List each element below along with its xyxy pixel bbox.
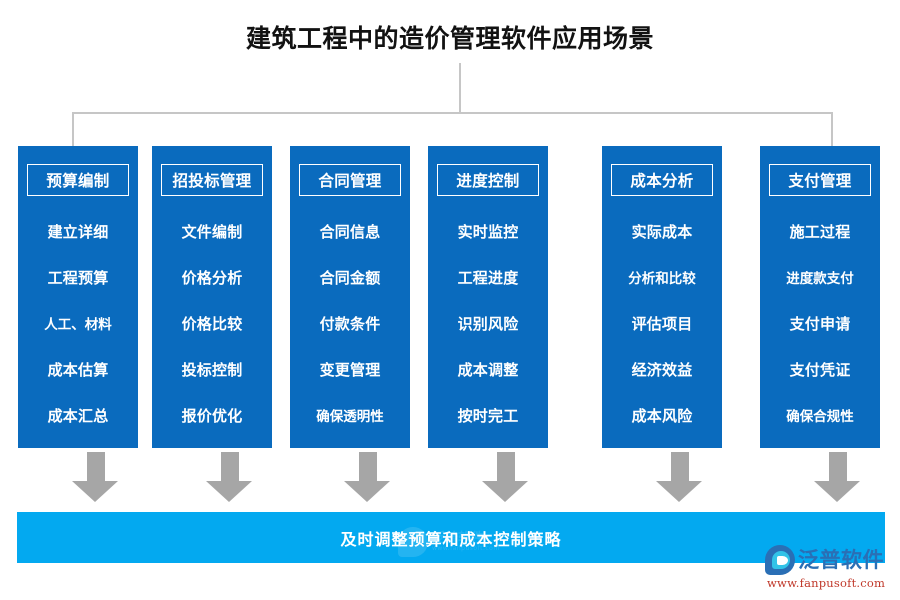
column-header-label: 合同管理 xyxy=(318,172,382,190)
connector-vertical-main xyxy=(459,63,461,114)
connector-drop-left xyxy=(72,112,74,146)
column-item: 成本风险 xyxy=(631,406,693,425)
column-item: 投标控制 xyxy=(181,360,243,379)
bottom-banner-label: 及时调整预算和成本控制策略 xyxy=(340,529,562,549)
column-2[interactable]: 招投标管理文件编制价格分析价格比较投标控制报价优化 xyxy=(152,146,272,448)
column-item: 实际成本 xyxy=(631,222,693,241)
column-3[interactable]: 合同管理合同信息合同金额付款条件变更管理确保透明性 xyxy=(290,146,410,448)
down-arrow-icon xyxy=(72,452,118,502)
column-item: 报价优化 xyxy=(181,406,243,425)
column-item: 评估项目 xyxy=(631,314,693,333)
column-item: 分析和比较 xyxy=(628,271,696,287)
bottom-banner: 及时调整预算和成本控制策略 xyxy=(17,512,885,563)
column-item: 建立详细 xyxy=(47,222,109,241)
down-arrow-icon xyxy=(814,452,860,502)
down-arrow-icon xyxy=(344,452,390,502)
column-item: 工程进度 xyxy=(457,268,519,287)
column-header-label: 进度控制 xyxy=(456,172,520,190)
column-header-4[interactable]: 进度控制 xyxy=(437,164,539,196)
brand-url: www.fanpusoft.com xyxy=(767,576,886,590)
down-arrow-icon xyxy=(656,452,702,502)
column-header-2[interactable]: 招投标管理 xyxy=(161,164,263,196)
column-item: 实时监控 xyxy=(457,222,519,241)
column-item: 变更管理 xyxy=(319,360,381,379)
column-item: 成本调整 xyxy=(457,360,519,379)
column-item: 人工、材料 xyxy=(44,317,112,333)
column-item: 识别风险 xyxy=(457,314,519,333)
column-item: 施工过程 xyxy=(789,222,851,241)
column-item: 付款条件 xyxy=(319,314,381,333)
column-1[interactable]: 预算编制建立详细工程预算人工、材料成本估算成本汇总 xyxy=(18,146,138,448)
column-item-list-6: 施工过程进度款支付支付申请支付凭证确保合规性 xyxy=(760,208,880,438)
column-item-list-3: 合同信息合同金额付款条件变更管理确保透明性 xyxy=(290,208,410,438)
column-header-6[interactable]: 支付管理 xyxy=(769,164,871,196)
brand-logo: 泛普软件 www.fanpusoft.com xyxy=(765,545,895,593)
brand-name: 泛普软件 xyxy=(798,548,884,572)
connector-horizontal-bar xyxy=(72,112,833,114)
column-item: 经济效益 xyxy=(631,360,693,379)
column-header-label: 招投标管理 xyxy=(172,172,252,190)
down-arrow-icon xyxy=(482,452,528,502)
brand-logo-row: 泛普软件 xyxy=(765,545,895,575)
column-item: 支付凭证 xyxy=(789,360,851,379)
down-arrow-icon xyxy=(206,452,252,502)
column-header-label: 预算编制 xyxy=(46,172,110,190)
column-header-1[interactable]: 预算编制 xyxy=(27,164,129,196)
fanpu-logo-icon xyxy=(765,545,795,575)
column-item: 工程预算 xyxy=(47,268,109,287)
column-6[interactable]: 支付管理施工过程进度款支付支付申请支付凭证确保合规性 xyxy=(760,146,880,448)
column-item: 按时完工 xyxy=(457,406,519,425)
column-item: 成本汇总 xyxy=(47,406,109,425)
column-item: 确保合规性 xyxy=(786,409,854,425)
column-item: 确保透明性 xyxy=(316,409,384,425)
column-item-list-2: 文件编制价格分析价格比较投标控制报价优化 xyxy=(152,208,272,438)
column-item-list-5: 实际成本分析和比较评估项目经济效益成本风险 xyxy=(602,208,722,438)
column-header-label: 支付管理 xyxy=(788,172,852,190)
connector-drop-right xyxy=(831,112,833,146)
column-item: 成本估算 xyxy=(47,360,109,379)
column-item: 文件编制 xyxy=(181,222,243,241)
column-header-label: 成本分析 xyxy=(630,172,694,190)
column-item: 合同金额 xyxy=(319,268,381,287)
column-header-3[interactable]: 合同管理 xyxy=(299,164,401,196)
page-title: 建筑工程中的造价管理软件应用场景 xyxy=(245,24,654,53)
column-4[interactable]: 进度控制实时监控工程进度识别风险成本调整按时完工 xyxy=(428,146,548,448)
column-5[interactable]: 成本分析实际成本分析和比较评估项目经济效益成本风险 xyxy=(602,146,722,448)
column-item: 支付申请 xyxy=(789,314,851,333)
column-item: 价格分析 xyxy=(181,268,243,287)
column-item-list-4: 实时监控工程进度识别风险成本调整按时完工 xyxy=(428,208,548,438)
column-item: 价格比较 xyxy=(181,314,243,333)
column-item: 进度款支付 xyxy=(786,271,854,287)
column-item-list-1: 建立详细工程预算人工、材料成本估算成本汇总 xyxy=(18,208,138,438)
column-header-5[interactable]: 成本分析 xyxy=(611,164,713,196)
column-item: 合同信息 xyxy=(319,222,381,241)
